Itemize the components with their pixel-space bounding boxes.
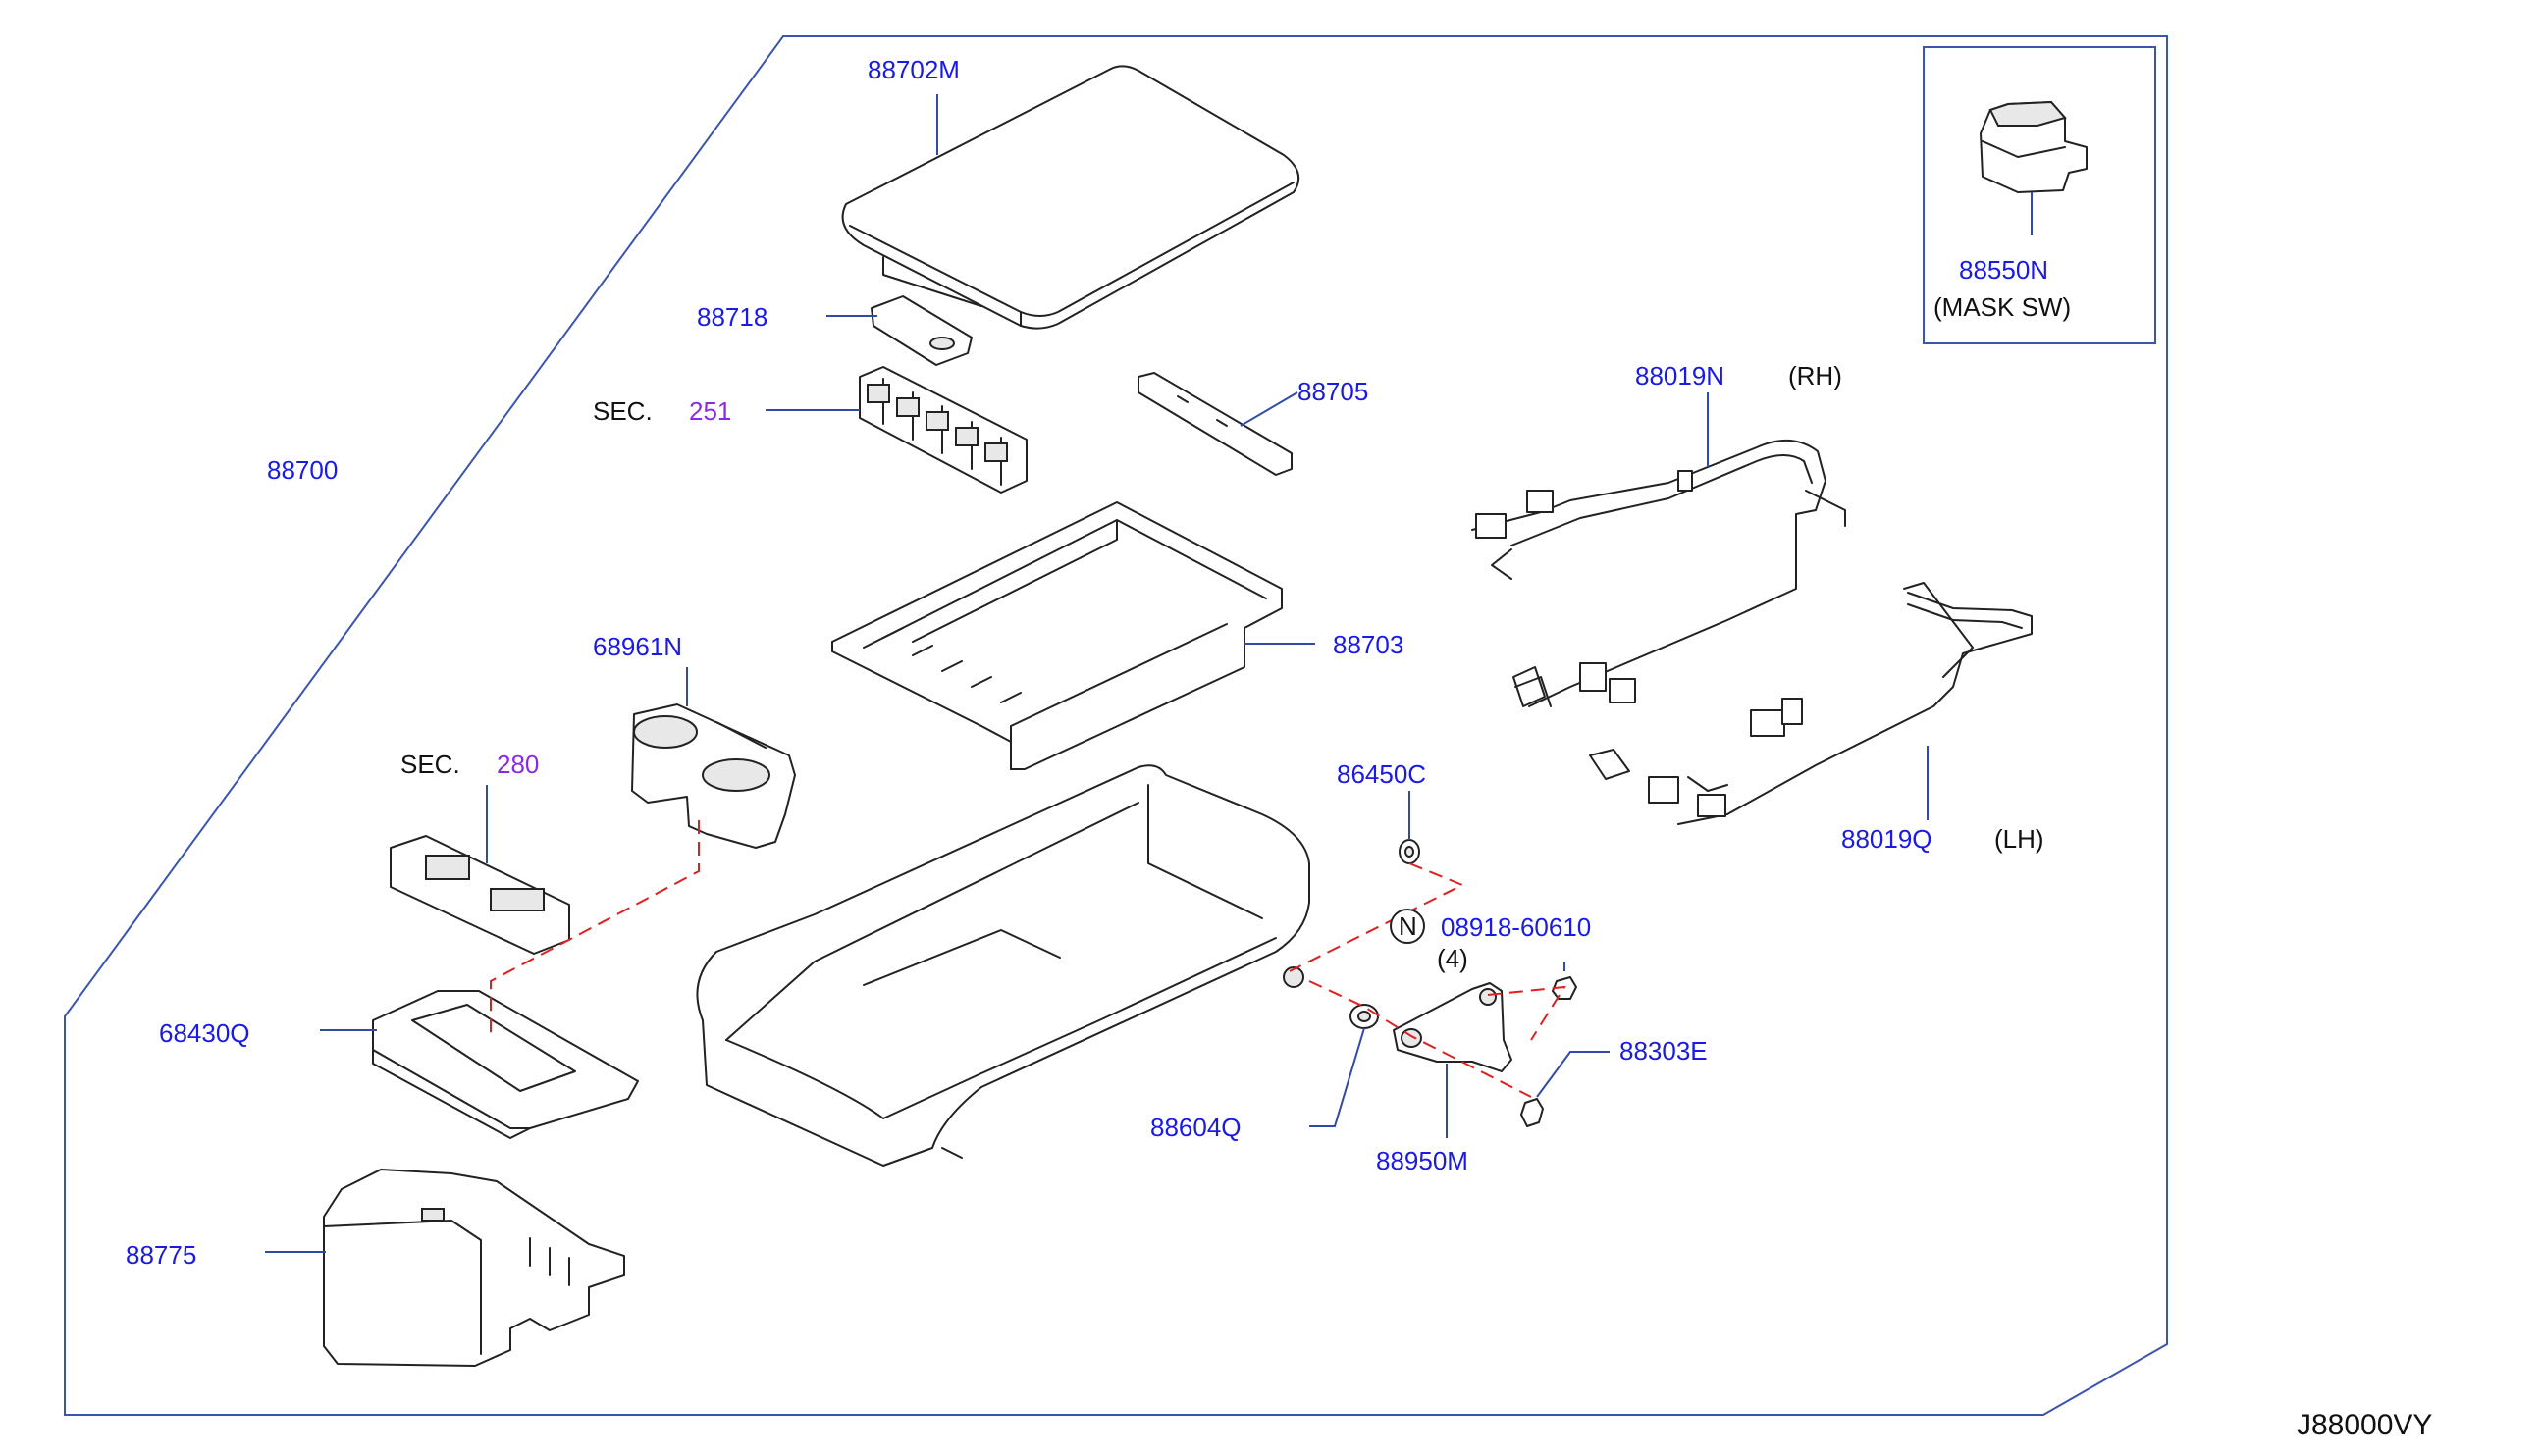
leader-88303E	[1536, 1051, 1610, 1098]
label-88702M: 88702M	[868, 55, 960, 84]
label-88703: 88703	[1333, 630, 1403, 659]
dashed-line-grommet	[1289, 862, 1465, 972]
label-88604Q: 88604Q	[1150, 1113, 1242, 1142]
leader-88604Q	[1309, 1027, 1365, 1127]
bolt-part[interactable]	[1520, 1098, 1544, 1127]
window-switch-part[interactable]	[390, 835, 570, 955]
inset-frame	[1923, 46, 2156, 344]
label-88705: 88705	[1297, 377, 1368, 406]
washer-part[interactable]	[1349, 1004, 1379, 1029]
label-rh: (RH)	[1788, 361, 1842, 390]
label-lh: (LH)	[1994, 824, 2044, 854]
label-mask-sw: (MASK SW)	[1933, 292, 2071, 322]
label-88019N: 88019N	[1635, 361, 1724, 390]
n-circle-icon	[1390, 909, 1425, 944]
label-88019Q: 88019Q	[1841, 824, 1932, 854]
label-n-circle: N	[1399, 911, 1417, 941]
label-88550N: 88550N	[1959, 255, 2048, 285]
label-68430Q: 68430Q	[159, 1018, 250, 1048]
grommet-part[interactable]	[1399, 839, 1420, 864]
label-sec280-number: 280	[497, 750, 539, 779]
label-68961N: 68961N	[593, 632, 682, 661]
latch-part[interactable]	[871, 295, 973, 366]
box-bracket-part[interactable]	[323, 1169, 625, 1367]
plate-part[interactable]	[1138, 372, 1293, 476]
assembly-frame	[64, 35, 2168, 1416]
label-sec251-prefix: SEC.	[593, 396, 653, 426]
diagram-code: J88000VY	[2297, 1409, 2432, 1441]
dashed-line-washer	[1308, 980, 1532, 1098]
armrest-lid-part[interactable]	[841, 65, 1300, 330]
switch-bank-part[interactable]	[859, 366, 1028, 494]
console-box-part[interactable]	[696, 764, 1310, 1167]
label-88950M: 88950M	[1376, 1146, 1468, 1175]
mask-switch-part[interactable]	[1980, 100, 2088, 193]
dashed-line-cupholder	[490, 820, 700, 1040]
leader-88705	[1240, 391, 1298, 427]
label-08918-60610: 08918-60610	[1441, 912, 1591, 942]
label-qty-4: (4)	[1437, 944, 1468, 973]
label-88700: 88700	[267, 455, 338, 485]
harness-rh-part[interactable]	[1471, 439, 1846, 707]
label-sec280-prefix: SEC.	[400, 750, 460, 779]
storage-tray-part[interactable]	[831, 501, 1283, 770]
bracket-part[interactable]	[1393, 982, 1512, 1072]
harness-lh-part[interactable]	[1589, 582, 2033, 825]
label-86450C: 86450C	[1337, 759, 1426, 789]
label-88303E: 88303E	[1619, 1036, 1708, 1066]
label-88718: 88718	[697, 302, 767, 332]
label-sec251-number: 251	[689, 396, 731, 426]
finisher-part[interactable]	[372, 990, 639, 1139]
dashed-line-nut	[1487, 985, 1566, 1041]
label-88775: 88775	[126, 1240, 196, 1270]
cup-holder-part[interactable]	[631, 703, 796, 849]
